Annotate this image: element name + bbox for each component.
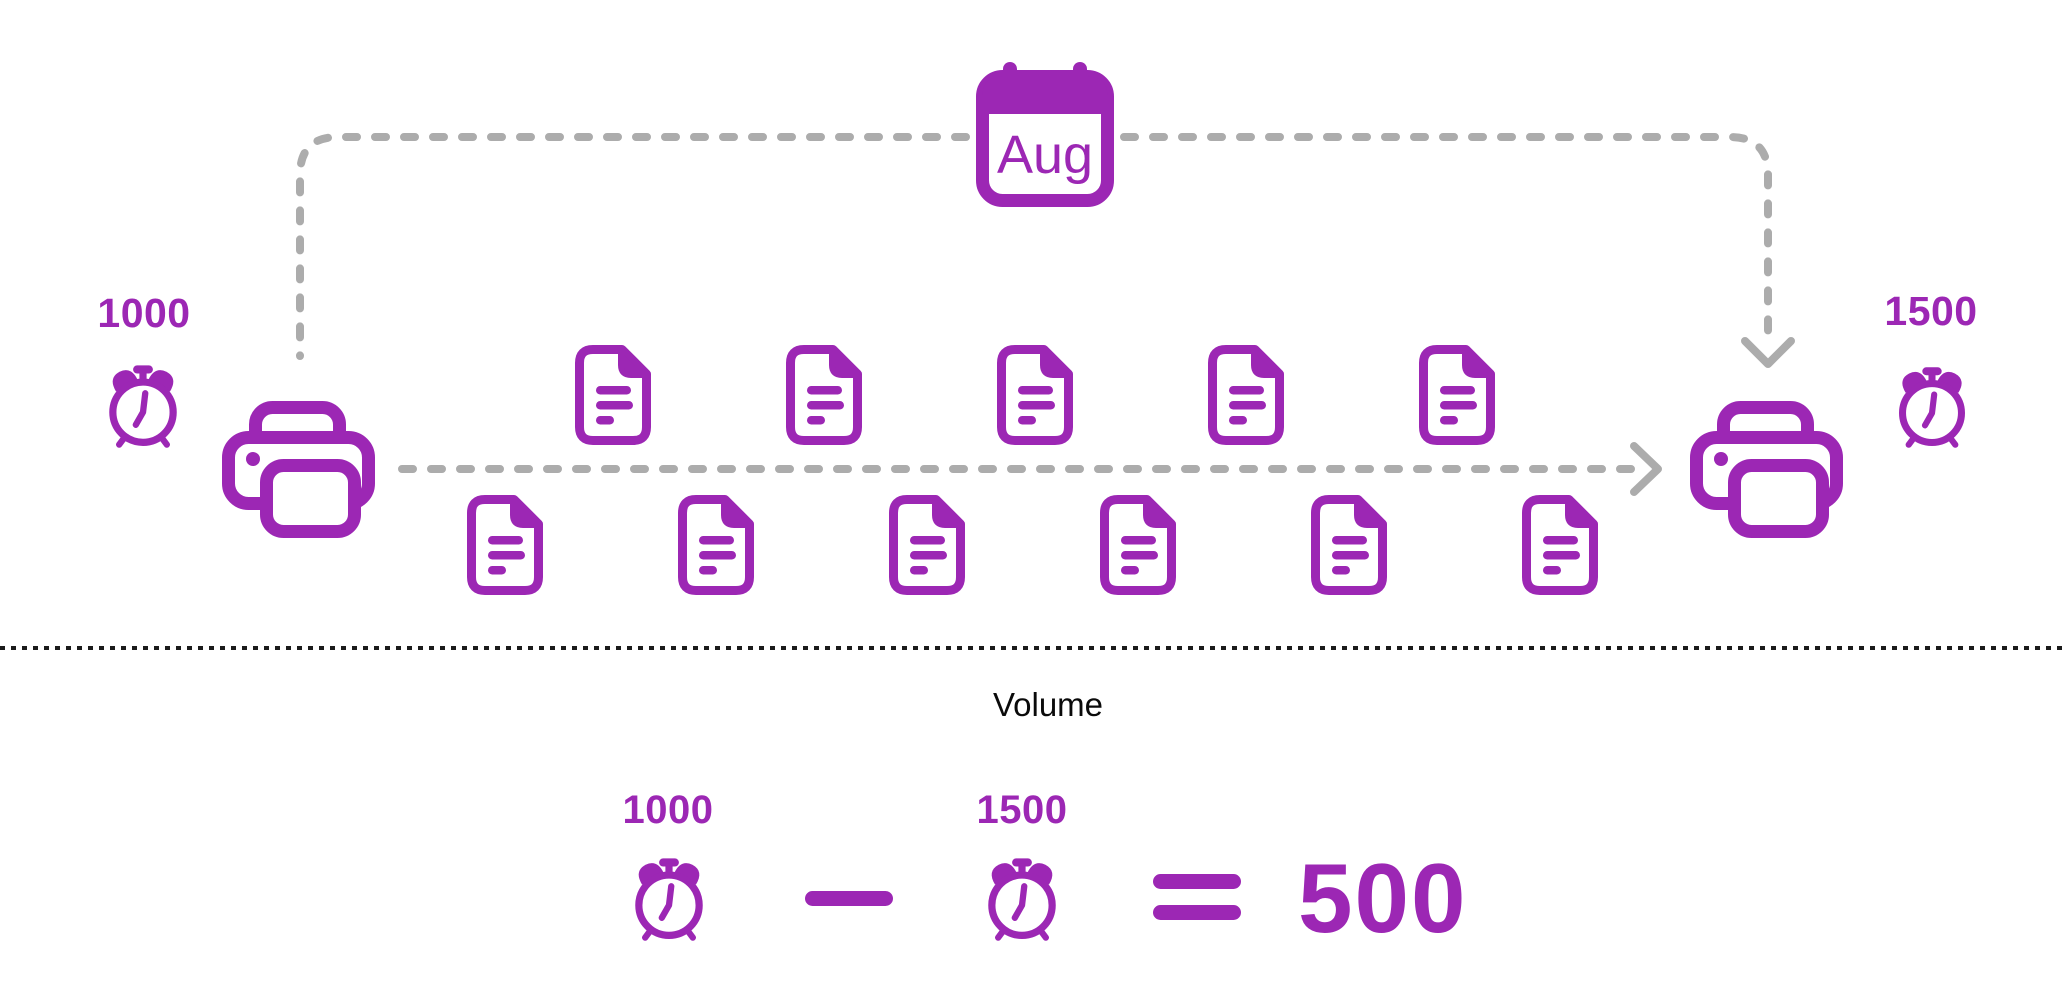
document-icon	[575, 345, 651, 445]
alarm-clock-icon	[1888, 362, 1976, 450]
volume-section-title: Volume	[992, 686, 1104, 723]
document-icon	[1100, 495, 1176, 595]
alarm-clock-icon	[98, 360, 188, 450]
calendar-icon: Aug	[976, 62, 1114, 207]
end-meter-reading: 1500	[1884, 288, 1978, 334]
arrow-down-icon	[1741, 337, 1795, 368]
document-icon	[1522, 495, 1598, 595]
document-icon	[997, 345, 1073, 445]
document-icon	[1419, 345, 1495, 445]
document-icon	[1208, 345, 1284, 445]
document-icon	[467, 495, 543, 595]
start-meter-reading: 1000	[97, 290, 191, 336]
printer-icon	[222, 401, 375, 538]
formula-end-label: 1500	[976, 788, 1068, 832]
formula-start-label: 1000	[622, 788, 714, 832]
documents-bottom-row	[467, 495, 1598, 595]
document-icon	[678, 495, 754, 595]
printer-icon	[1690, 401, 1843, 538]
calendar-month-label: Aug	[997, 125, 1093, 185]
document-icon	[889, 495, 965, 595]
alarm-clock-icon	[624, 853, 714, 943]
documents-top-row	[575, 345, 1495, 445]
document-icon	[1311, 495, 1387, 595]
dashed-connector-calendar-to-end-printer	[1120, 133, 1772, 344]
document-icon	[786, 345, 862, 445]
formula-result-value: 500	[1298, 843, 1468, 953]
minus-operator-icon	[805, 891, 893, 906]
dashed-connector-calendar-to-start-printer	[296, 133, 970, 360]
alarm-clock-icon	[977, 853, 1067, 943]
arrow-right-icon	[1630, 442, 1662, 496]
